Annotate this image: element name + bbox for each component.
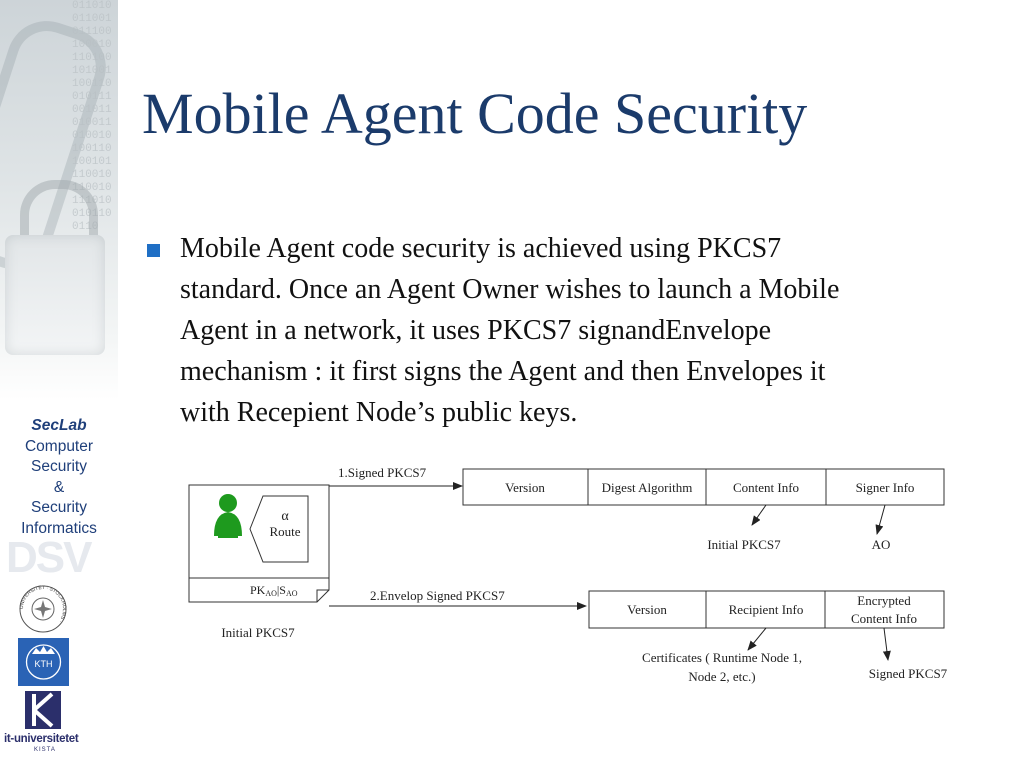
signed-pkcs7-structure: Version Digest Algorithm Content Info Si… bbox=[462, 468, 945, 552]
note-certificates-line2: Node 2, etc.) bbox=[688, 669, 755, 684]
agent-figure-icon bbox=[214, 494, 242, 538]
arrow-envelop-pkcs7: 2.Envelop Signed PKCS7 bbox=[329, 588, 587, 610]
s-subscript: AO bbox=[286, 589, 298, 598]
bullet-line: Agent in a network, it uses PKCS7 signan… bbox=[180, 315, 772, 346]
seclab-line: Informatics bbox=[21, 519, 97, 537]
bullet-square-icon bbox=[147, 244, 160, 257]
env-field-content-info: Content Info bbox=[851, 611, 917, 626]
arrow2-label: 2.Envelop Signed PKCS7 bbox=[370, 588, 505, 603]
pk-label: PKAO|SAO bbox=[250, 583, 298, 598]
bullet-line: mechanism : it first signs the Agent and… bbox=[180, 356, 826, 387]
seclab-line: Security bbox=[31, 499, 87, 516]
field-digest-algorithm: Digest Algorithm bbox=[602, 480, 693, 495]
bullet-line: Mobile Agent code security is achieved u… bbox=[180, 233, 782, 264]
arrow-signed-pkcs7: 1.Signed PKCS7 bbox=[329, 465, 463, 490]
seclab-line: Security bbox=[31, 458, 87, 475]
pk-text: PK bbox=[250, 583, 266, 597]
route-shape bbox=[249, 495, 309, 563]
initial-pkcs7-caption: Initial PKCS7 bbox=[221, 625, 295, 640]
padlock-icon bbox=[5, 235, 105, 355]
pk-subscript: AO bbox=[265, 589, 277, 598]
stockholm-university-logo: UNIVERSITET · STOCKHOLMS · bbox=[19, 585, 67, 633]
seclab-line: & bbox=[53, 478, 65, 496]
padlock-shackle bbox=[20, 180, 98, 249]
seclab-name: SecLab bbox=[31, 417, 87, 434]
bullet-text: Mobile Agent code security is achieved u… bbox=[180, 228, 1010, 433]
kth-logo: KTH bbox=[18, 638, 69, 686]
note-ao: AO bbox=[872, 537, 891, 552]
dsv-watermark: DSV bbox=[6, 533, 92, 582]
alpha-symbol: α bbox=[281, 509, 289, 524]
kth-logo-text: KTH bbox=[35, 659, 53, 669]
s-text: |S bbox=[277, 583, 286, 597]
env-field-encrypted: Encrypted bbox=[857, 593, 911, 608]
bullet-line: with Recepient Node’s public keys. bbox=[180, 397, 578, 428]
route-label: Route bbox=[269, 524, 300, 539]
it-university-sub: KISTA bbox=[34, 747, 56, 753]
note-certificates-line1: Certificates ( Runtime Node 1, bbox=[642, 650, 802, 665]
slide-title: Mobile Agent Code Security bbox=[142, 81, 808, 146]
bullet-line: standard. Once an Agent Owner wishes to … bbox=[180, 274, 840, 305]
note-signed-pkcs7: Signed PKCS7 bbox=[869, 666, 948, 681]
arrow1-label: 1.Signed PKCS7 bbox=[338, 465, 427, 480]
it-university-name: it-universitetet bbox=[4, 733, 79, 745]
initial-pkcs7-document: α Route PKAO|SAO Initial PKCS7 bbox=[188, 484, 330, 640]
field-version: Version bbox=[505, 480, 545, 495]
seclab-label: SecLab Computer Security & Security Info… bbox=[0, 416, 118, 539]
sidebar-strip: 0110100110010111001000101101001010011001… bbox=[0, 0, 118, 768]
field-signer-info: Signer Info bbox=[856, 480, 915, 495]
note-initial-pkcs7: Initial PKCS7 bbox=[707, 537, 781, 552]
field-content-info: Content Info bbox=[733, 480, 799, 495]
env-field-version: Version bbox=[627, 602, 667, 617]
background-art: 0110100110010111001000101101001010011001… bbox=[0, 0, 118, 400]
it-university-logo bbox=[25, 691, 61, 729]
seclab-line: Computer bbox=[24, 437, 94, 455]
env-field-recipient-info: Recipient Info bbox=[729, 602, 804, 617]
enveloped-pkcs7-structure: Version Recipient Info Encrypted Content… bbox=[588, 590, 948, 684]
